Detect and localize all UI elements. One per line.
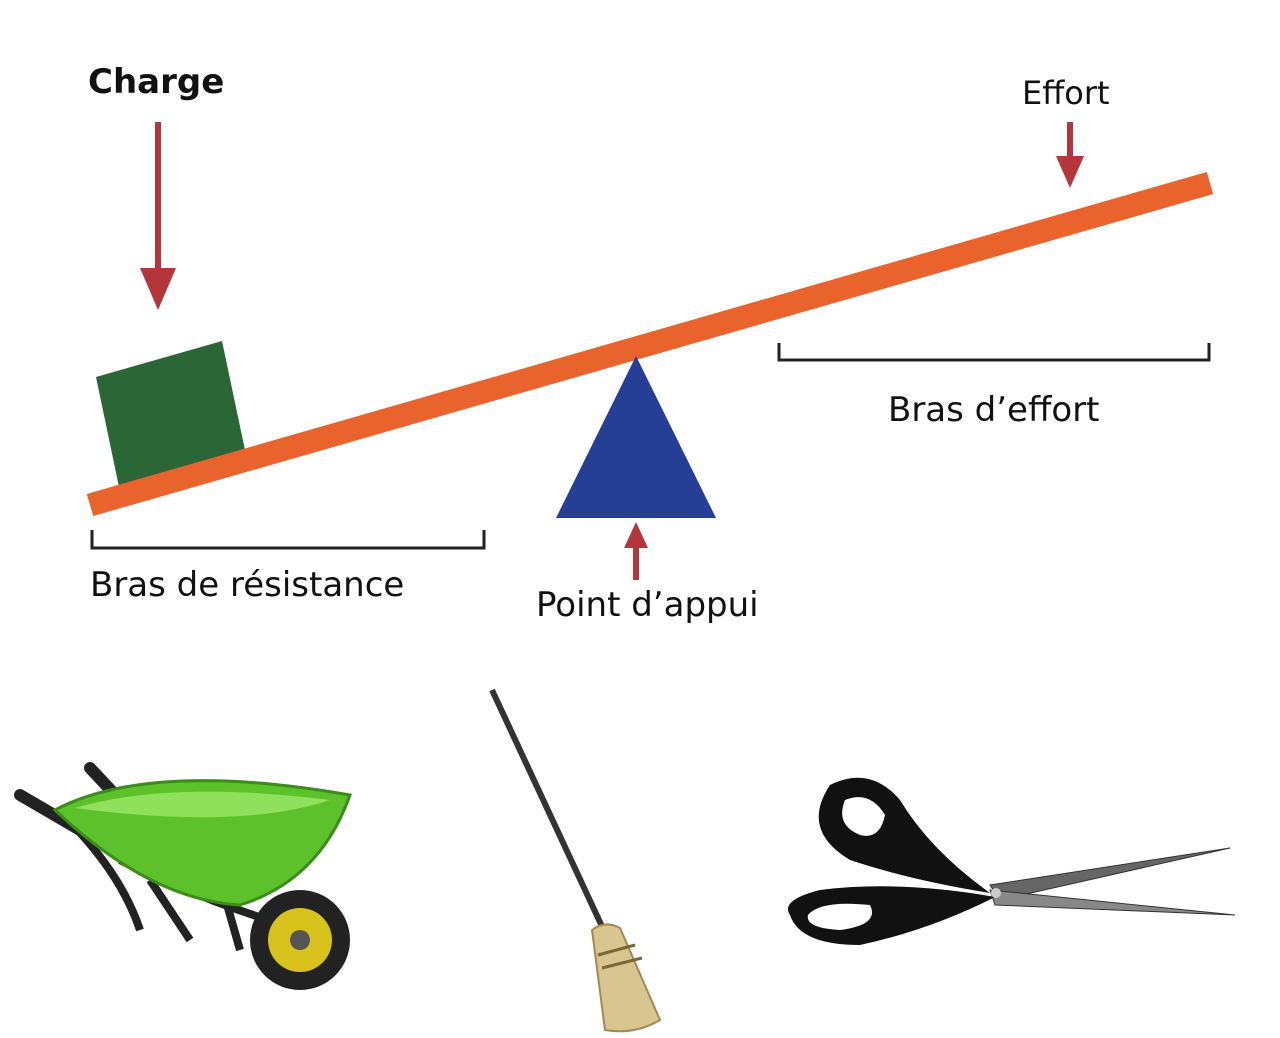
fulcrum-label: Point d’appui xyxy=(536,585,759,625)
wheelbarrow-icon xyxy=(14,762,353,990)
load-arrow xyxy=(140,122,176,310)
effort-arm-bracket xyxy=(777,343,1211,362)
lever-bar xyxy=(86,171,1214,517)
scissors-icon xyxy=(788,777,1236,945)
effort-arrow xyxy=(1056,122,1084,188)
effort-label: Effort xyxy=(1022,74,1110,112)
effort-arm-label: Bras d’effort xyxy=(888,390,1100,430)
fulcrum-triangle xyxy=(556,356,716,518)
load-label: Charge xyxy=(88,62,225,102)
load-block xyxy=(96,341,245,487)
resistance-arm-bracket xyxy=(90,530,486,550)
fulcrum-arrow xyxy=(624,522,648,580)
broom-icon xyxy=(489,688,662,1033)
resistance-arm-label: Bras de résistance xyxy=(90,565,405,605)
